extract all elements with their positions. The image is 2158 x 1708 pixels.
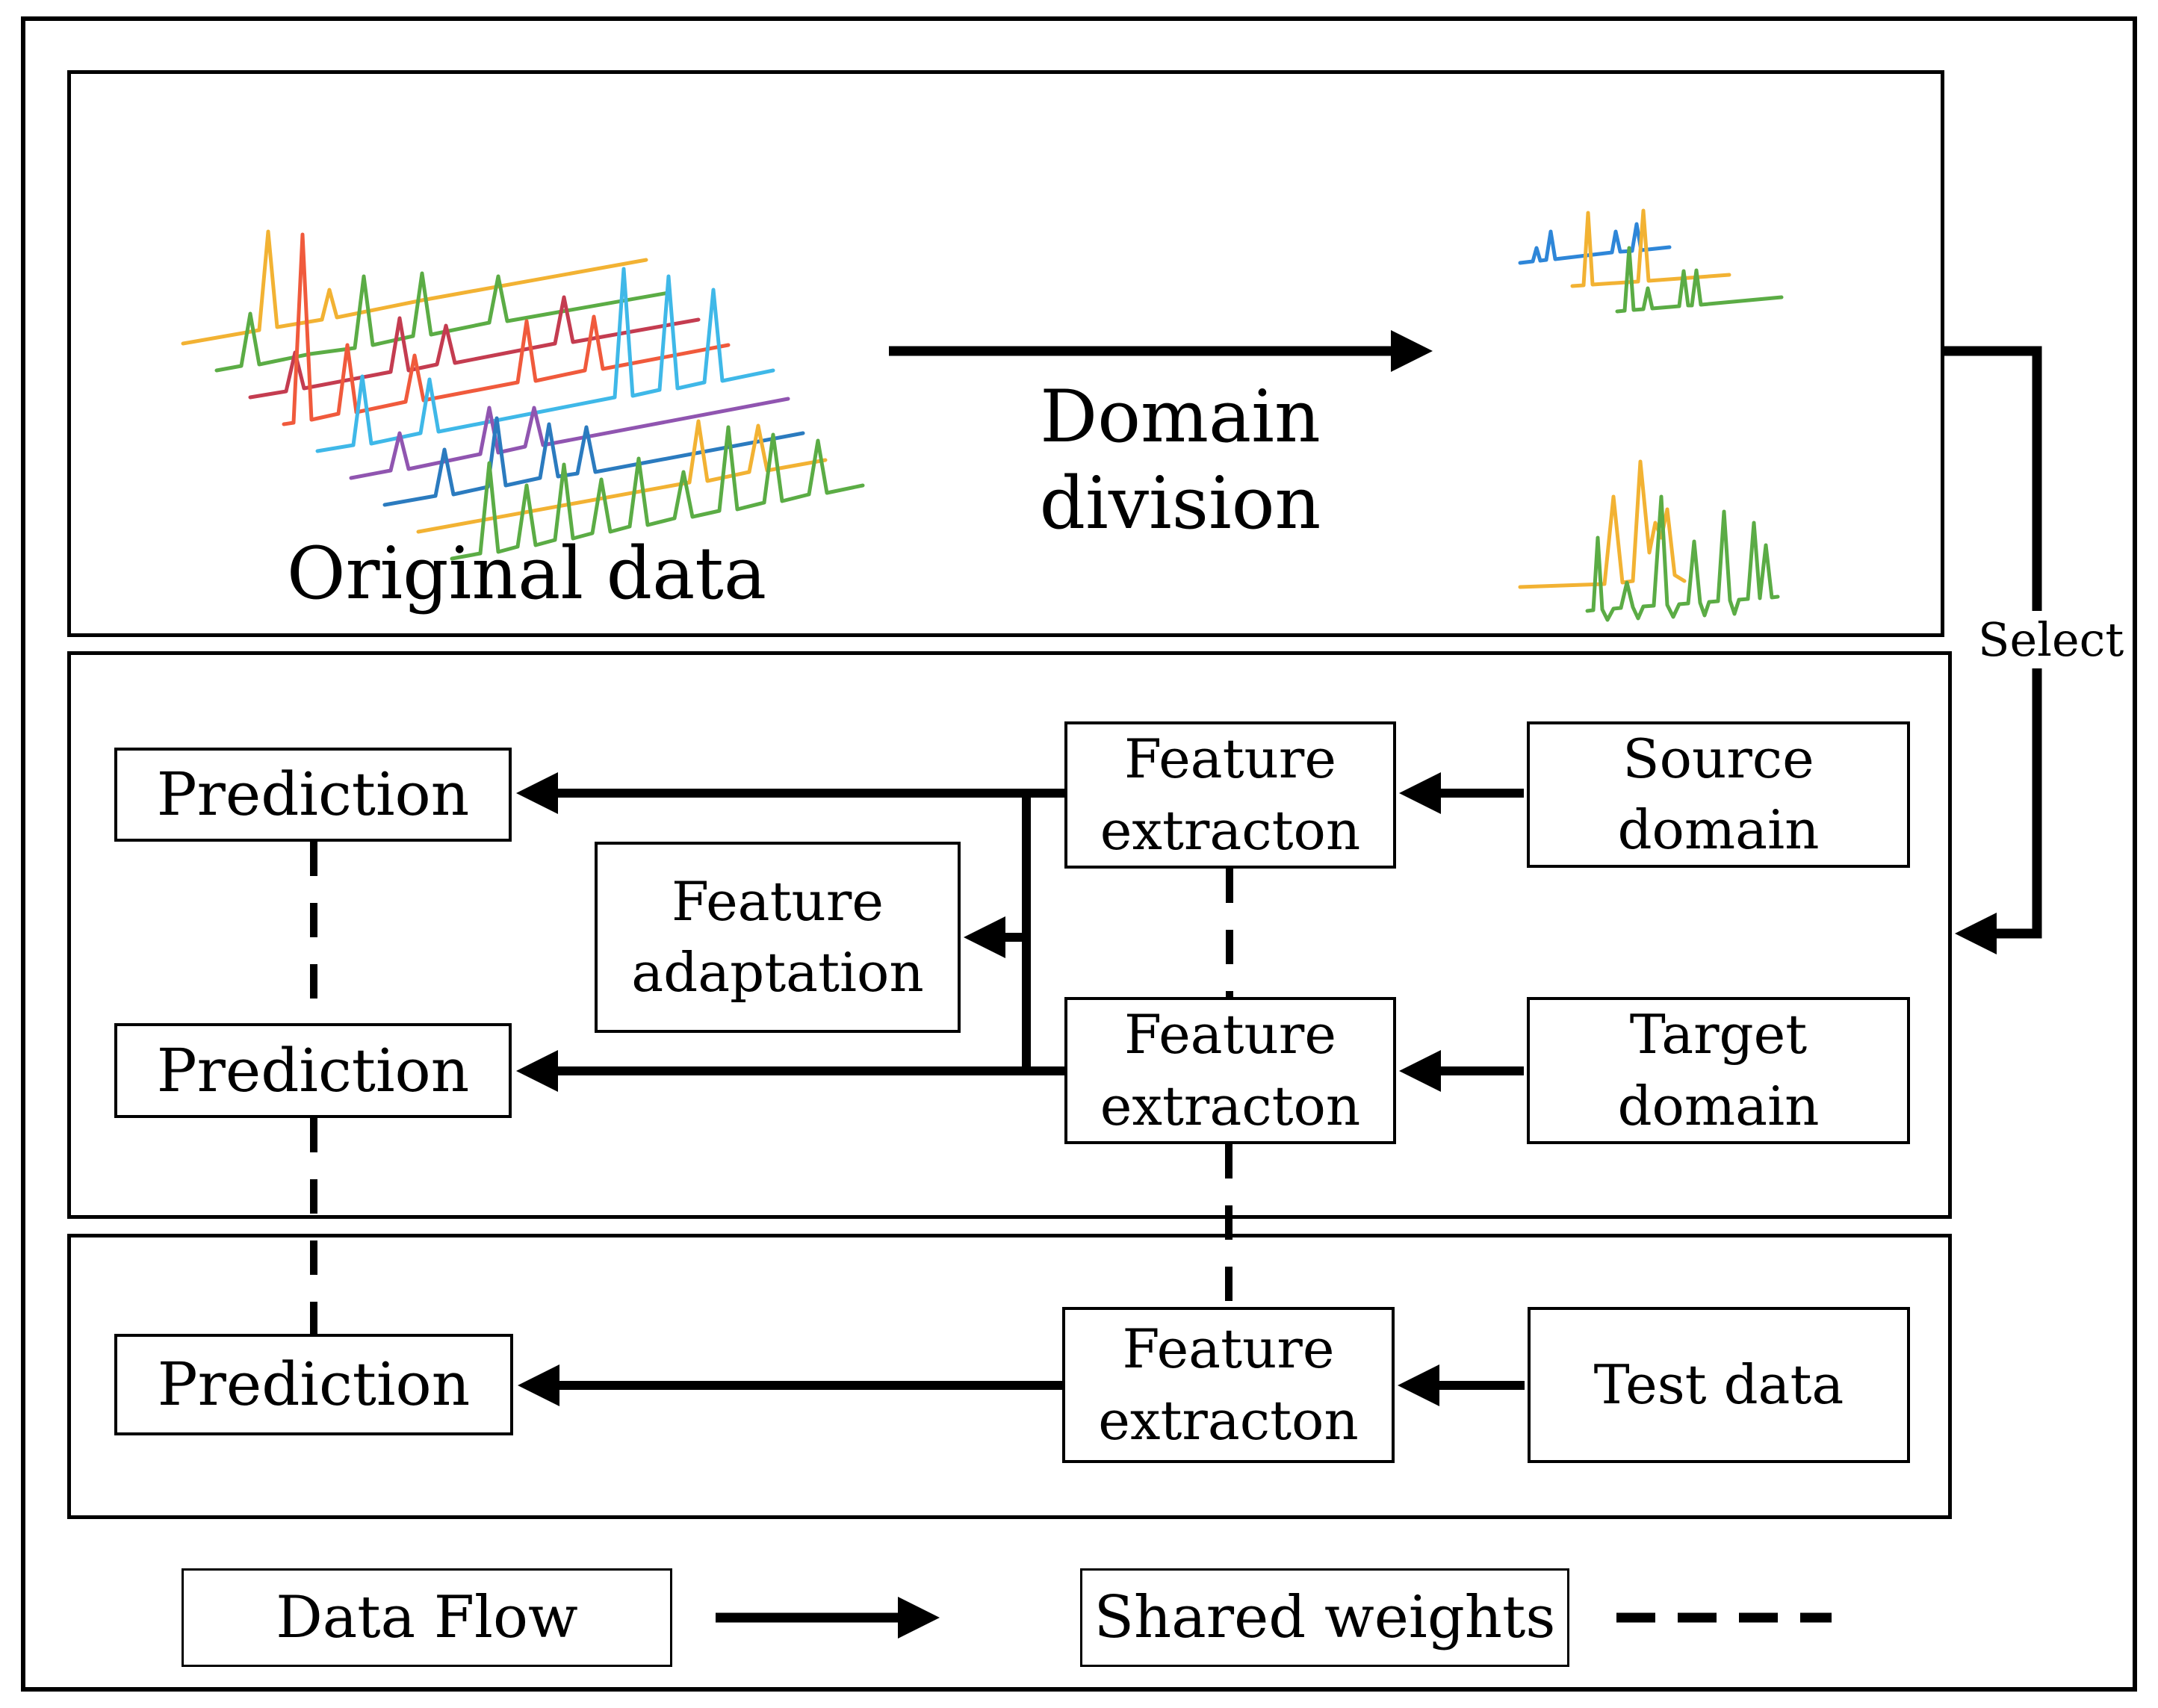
arrow-testdata-to-fe-test [1398, 1364, 1525, 1406]
signal-trace [450, 425, 865, 561]
target-domain-label-line1: Target [1629, 1003, 1808, 1066]
prediction-box-source: Prediction [114, 748, 512, 842]
prediction-box-source-label: Prediction [156, 760, 470, 829]
test-data-label: Test data [1593, 1353, 1844, 1416]
original-data-label: Original data [286, 532, 767, 615]
domain-division-label: Domain division [941, 373, 1419, 547]
signal-trace [382, 416, 805, 507]
select-label: Select [1971, 611, 2132, 668]
signal-trace [416, 419, 828, 534]
middle-section [67, 651, 1952, 1219]
prediction-box-test: Prediction [114, 1334, 513, 1435]
domain-division-label-line2: division [1039, 462, 1321, 545]
divided-signals-lower-plot [1516, 426, 1785, 627]
domain-division-label-line1: Domain [1040, 375, 1321, 459]
source-domain-box: Source domain [1527, 721, 1910, 868]
feature-extractor-test-label-line2: extracton [1098, 1388, 1359, 1452]
signal-trace [315, 267, 775, 453]
domain-division-arrow [889, 330, 1433, 372]
feature-extractor-test-label-line1: Feature [1122, 1317, 1335, 1381]
feature-adaptation-box: Feature adaptation [595, 842, 961, 1033]
prediction-box-target: Prediction [114, 1023, 512, 1118]
signal-trace [349, 397, 790, 480]
legend-shared-weights-label: Shared weights [1094, 1584, 1556, 1651]
legend-data-flow-box: Data Flow [182, 1568, 672, 1667]
original-data-plot [176, 97, 923, 575]
target-domain-label-line2: domain [1617, 1074, 1820, 1137]
arrow-to-feature-adaptation [964, 916, 1026, 958]
feature-extractor-box-target: Feature extracton [1064, 997, 1396, 1144]
signal-trace [282, 232, 731, 426]
arrow-fe-top-to-prediction-top [516, 772, 1068, 814]
target-domain-box: Target domain [1527, 997, 1910, 1144]
feature-extractor-source-label-line2: extracton [1100, 798, 1361, 862]
arrow-target-to-fe-bottom [1399, 1050, 1524, 1092]
source-domain-label-line1: Source [1622, 727, 1814, 790]
feature-adaptation-label-line1: Feature [672, 869, 884, 933]
feature-adaptation-label-line2: adaptation [631, 941, 924, 1004]
prediction-box-target-label: Prediction [156, 1035, 470, 1105]
test-data-box: Test data [1528, 1307, 1910, 1463]
outer-border [21, 16, 2137, 1692]
feature-extractor-box-source: Feature extracton [1064, 721, 1396, 869]
signal-trace [1585, 494, 1780, 622]
signal-trace [1570, 208, 1731, 288]
legend-shared-weights-box: Shared weights [1080, 1568, 1569, 1667]
feature-extractor-target-label-line2: extracton [1100, 1074, 1361, 1137]
divided-signals-upper-plot [1516, 172, 1785, 344]
feature-extractor-box-test: Feature extracton [1062, 1307, 1395, 1463]
bottom-section [67, 1234, 1952, 1519]
prediction-box-test-label: Prediction [157, 1350, 471, 1419]
signal-trace [1518, 459, 1687, 589]
arrow-fe-bottom-to-prediction-bottom [516, 1050, 1068, 1092]
signal-trace [1615, 246, 1784, 314]
source-domain-label-line2: domain [1617, 798, 1820, 861]
feature-extractor-target-label-line1: Feature [1124, 1003, 1336, 1066]
legend-data-flow-label: Data Flow [276, 1584, 578, 1651]
arrow-fe-test-to-prediction-test [518, 1364, 1065, 1406]
legend-solid-arrow [716, 1597, 940, 1639]
arrow-source-to-fe-top [1399, 772, 1524, 814]
signal-trace [214, 271, 671, 373]
feature-extractor-source-label-line1: Feature [1124, 727, 1336, 791]
